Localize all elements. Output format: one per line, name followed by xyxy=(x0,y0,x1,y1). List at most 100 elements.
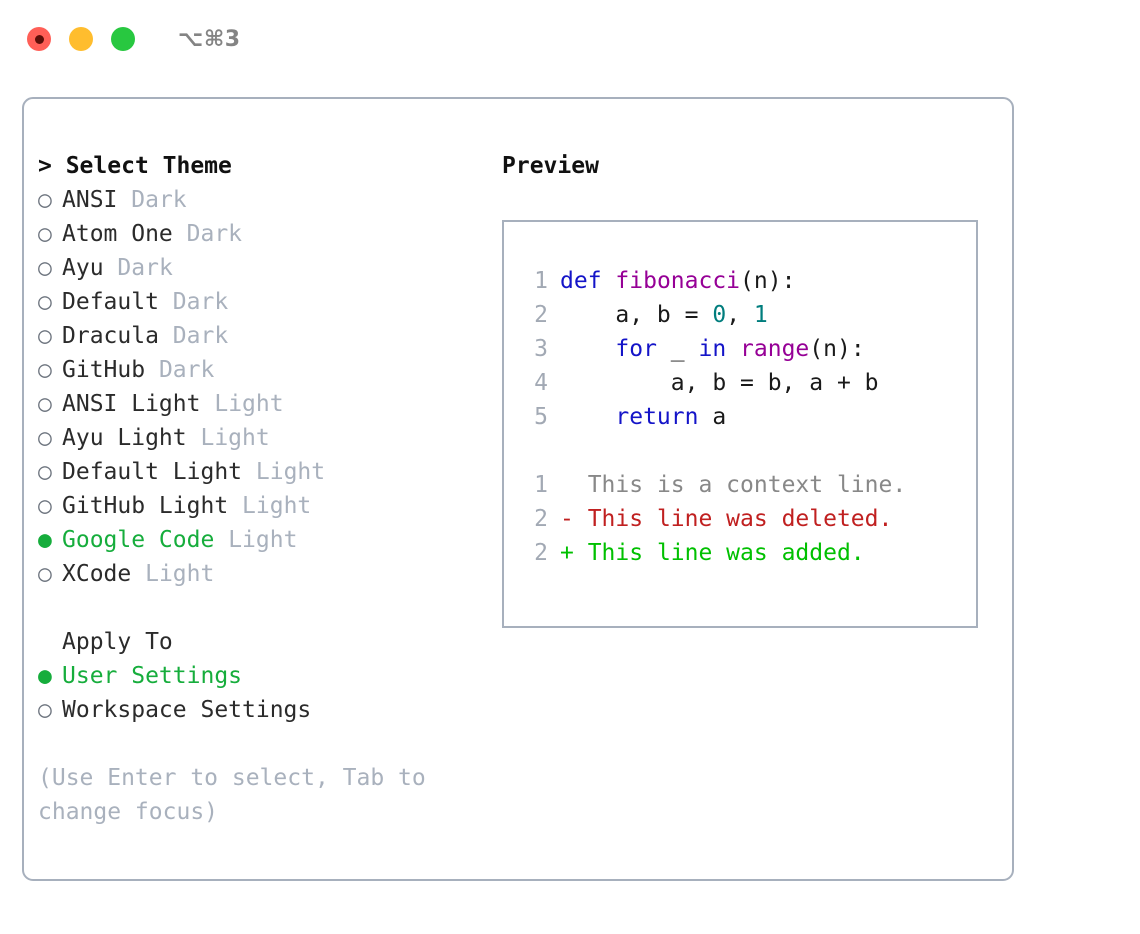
radio-selected-icon: ● xyxy=(38,663,52,689)
theme-option[interactable]: ○ Ayu Dark xyxy=(38,251,488,285)
code-token: a, b = b, a + b xyxy=(560,370,879,396)
diff-text: This line was deleted. xyxy=(573,506,893,532)
theme-option[interactable]: ○Atom One Dark xyxy=(38,217,488,251)
label-separator xyxy=(131,561,145,587)
page-title: > Select Theme xyxy=(38,149,488,183)
code-token xyxy=(560,404,615,430)
theme-option[interactable]: ○ ANSI Light Light xyxy=(38,387,488,421)
minimize-button[interactable] xyxy=(69,27,93,51)
line-number: 1 xyxy=(534,472,548,498)
label-separator xyxy=(145,357,159,383)
label-separator xyxy=(173,221,187,247)
theme-option[interactable]: ●Google Code Light xyxy=(38,523,488,557)
theme-category-label: Dark xyxy=(117,255,173,281)
theme-option[interactable]: ○Default Light Light xyxy=(38,455,488,489)
list-spacer xyxy=(38,591,488,625)
theme-category-label: Light xyxy=(242,493,312,519)
recording-indicator-icon xyxy=(34,34,44,44)
theme-option[interactable]: ○Ayu Light Light xyxy=(38,421,488,455)
theme-option-label: Ayu Light xyxy=(62,425,187,451)
radio-unselected-icon: ○ xyxy=(38,391,52,417)
theme-option-label: ANSI xyxy=(62,187,118,213)
radio-unselected-icon: ○ xyxy=(38,323,52,349)
line-number: 1 xyxy=(534,268,548,294)
theme-option-label: Default xyxy=(62,289,159,315)
title-bar: ⌥⌘3 xyxy=(0,0,1140,78)
code-token: 1 xyxy=(753,302,768,328)
diff-line: 2+ This line was added. xyxy=(504,536,976,570)
code-token: range xyxy=(740,336,810,362)
label-separator xyxy=(159,323,173,349)
code-line: 5 return a xyxy=(504,400,976,434)
radio-unselected-icon: ○ xyxy=(38,289,52,315)
theme-option-label: GitHub xyxy=(62,357,146,383)
theme-picker-panel: > Select Theme ○ANSI Dark○Atom One Dark○… xyxy=(22,97,1014,881)
theme-option[interactable]: ○Default Dark xyxy=(38,285,488,319)
theme-category-label: Dark xyxy=(158,357,215,383)
theme-category-label: Dark xyxy=(172,323,229,349)
diff-sign: - xyxy=(560,506,574,532)
radio-unselected-icon: ○ xyxy=(38,357,52,383)
diff-text: This line was added. xyxy=(573,540,865,566)
label-separator xyxy=(104,255,118,281)
theme-option-label: Default Light xyxy=(62,459,243,485)
theme-option[interactable]: ○ GitHub Dark xyxy=(38,353,488,387)
theme-option-label: XCode xyxy=(62,561,132,587)
line-number: 4 xyxy=(534,370,548,396)
code-token: fibonacci xyxy=(615,268,741,294)
label-separator xyxy=(200,391,214,417)
apply-to-option[interactable]: ○Workspace Settings xyxy=(38,693,488,727)
line-number: 5 xyxy=(534,404,548,430)
theme-option[interactable]: ○XCode Light xyxy=(38,557,488,591)
theme-option-label: Ayu xyxy=(62,255,104,281)
diff-sign: + xyxy=(560,540,574,566)
diff-sample: 1 This is a context line.2- This line wa… xyxy=(504,468,976,570)
theme-category-label: Dark xyxy=(186,221,243,247)
theme-option[interactable]: ○ Dracula Dark xyxy=(38,319,488,353)
line-number: 3 xyxy=(534,336,548,362)
line-number: 2 xyxy=(534,506,548,532)
diff-sign xyxy=(560,472,574,498)
code-token xyxy=(560,336,615,362)
theme-option[interactable]: ○ANSI Dark xyxy=(38,183,488,217)
theme-option[interactable]: ○ GitHub Light Light xyxy=(38,489,488,523)
code-token xyxy=(602,268,616,294)
theme-option-list: ○ANSI Dark○Atom One Dark○Ayu Dark○Defaul… xyxy=(38,183,488,591)
code-token: 0 xyxy=(712,302,727,328)
code-token: def xyxy=(560,268,602,294)
theme-option-label: Atom One xyxy=(62,221,173,247)
theme-option-label: Dracula xyxy=(62,323,159,349)
radio-unselected-icon: ○ xyxy=(38,425,52,451)
label-separator xyxy=(187,425,201,451)
theme-option-label: ANSI Light xyxy=(62,391,201,417)
code-line: 3 for _ in range(n): xyxy=(504,332,976,366)
prompt-marker: > xyxy=(38,153,66,179)
line-number: 2 xyxy=(534,302,548,328)
theme-category-label: Dark xyxy=(131,187,187,213)
code-token: _ xyxy=(656,336,699,362)
code-token: (n): xyxy=(809,336,865,362)
code-line: 2 a, b = 0, 1 xyxy=(504,298,976,332)
hint-spacer xyxy=(38,727,488,761)
code-diff-separator xyxy=(504,434,976,468)
apply-to-option-label: User Settings xyxy=(62,663,243,689)
radio-unselected-icon: ○ xyxy=(38,697,52,723)
window-controls xyxy=(27,27,135,51)
radio-unselected-icon: ○ xyxy=(38,493,52,519)
diff-line: 2- This line was deleted. xyxy=(504,502,976,536)
radio-unselected-icon: ○ xyxy=(38,459,52,485)
close-button[interactable] xyxy=(27,27,51,51)
theme-option-label: GitHub Light xyxy=(62,493,229,519)
preview-title: Preview xyxy=(502,153,599,179)
apply-to-option[interactable]: ● User Settings xyxy=(38,659,488,693)
code-token: in xyxy=(698,336,727,362)
radio-unselected-icon: ○ xyxy=(38,255,52,281)
maximize-button[interactable] xyxy=(111,27,135,51)
label-separator xyxy=(117,187,131,213)
code-line: 4 a, b = b, a + b xyxy=(504,366,976,400)
theme-category-label: Light xyxy=(214,391,284,417)
label-separator xyxy=(242,459,256,485)
